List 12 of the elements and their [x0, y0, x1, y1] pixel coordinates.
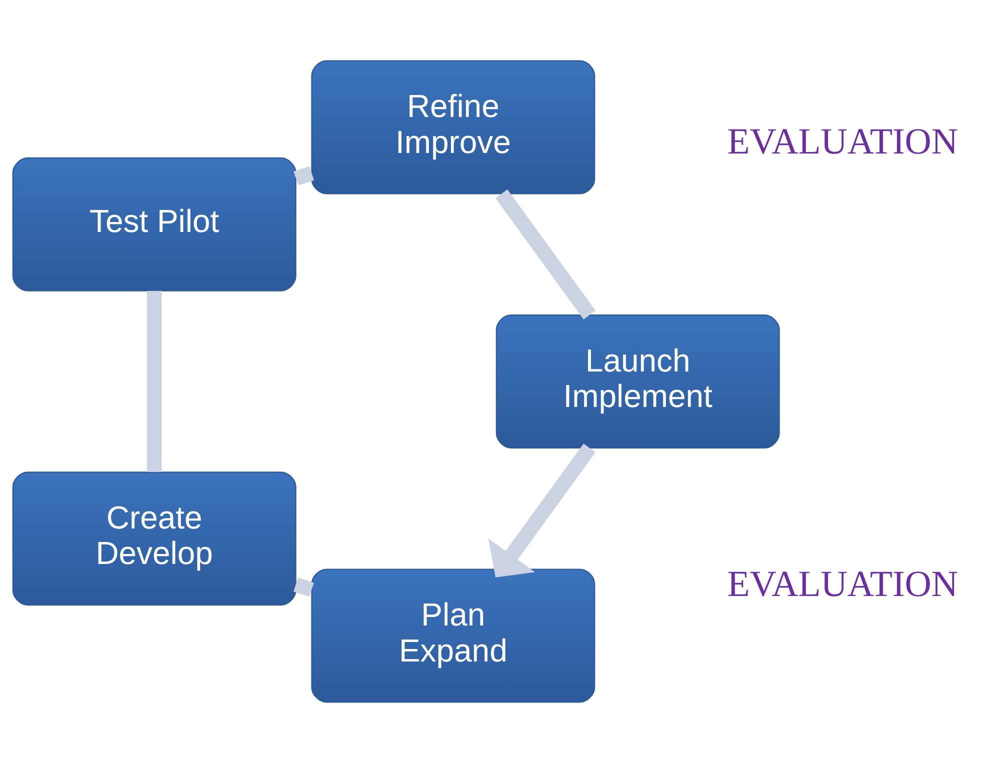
connector [146, 290, 162, 472]
connector [294, 577, 314, 596]
connector [495, 188, 596, 319]
label: EVALUATION [727, 562, 958, 604]
connector [294, 166, 314, 185]
node-box: Refine Improve [311, 60, 596, 194]
arrow [488, 443, 596, 577]
node-box: Plan Expand [311, 568, 596, 702]
node-box: Create Develop [12, 471, 296, 606]
node-box: Launch Implement [496, 314, 780, 448]
label: EVALUATION [727, 120, 958, 161]
node-box: Test Pilot [12, 156, 296, 291]
